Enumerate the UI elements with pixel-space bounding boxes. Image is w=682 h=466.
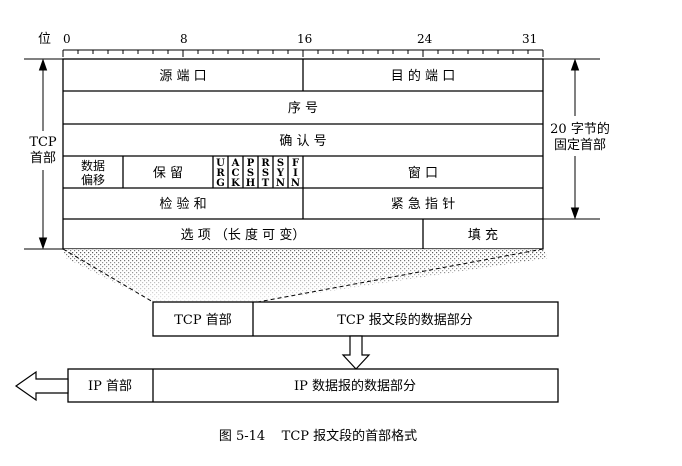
field-ack-number: 确 认 号 — [279, 134, 326, 149]
left-brace-label-line2: 首部 — [30, 151, 56, 166]
field-padding: 填 充 — [468, 227, 498, 243]
projection-line-left — [62, 248, 154, 303]
field-source-port: 源 端 口 — [159, 69, 206, 84]
svg-text:C: C — [232, 168, 240, 179]
ip-datagram: IP 首部 IP 数据报的数据部分 — [67, 368, 559, 403]
svg-text:T: T — [262, 178, 270, 189]
svg-text:S: S — [277, 158, 284, 169]
svg-text:H: H — [246, 178, 255, 189]
bit-tick-24: 24 — [417, 32, 433, 46]
ip-datagram-header-label: IP 首部 — [88, 379, 132, 394]
ip-datagram-data-label: IP 数据报的数据部分 — [294, 378, 416, 394]
projection-line-right — [257, 248, 544, 303]
bit-axis: 位 0 8 16 24 31 — [38, 32, 544, 57]
svg-text:R: R — [216, 168, 225, 179]
field-options: 选 项 （长 度 可 变） — [181, 227, 306, 243]
tcp-segment-box — [152, 301, 559, 337]
svg-text:K: K — [231, 178, 240, 189]
svg-text:I: I — [293, 168, 298, 179]
svg-text:S: S — [262, 168, 269, 179]
left-arrow-icon — [14, 370, 69, 402]
svg-text:G: G — [216, 178, 225, 189]
flag-fin: F I N — [291, 158, 300, 189]
left-brace-label-line1: TCP — [29, 135, 57, 150]
arrowhead-up-icon — [38, 58, 48, 71]
figure-caption: 图 5-14 TCP 报文段的首部格式 — [219, 428, 417, 444]
left-brace — [24, 58, 63, 250]
tcp-segment-header-label: TCP 首部 — [174, 313, 232, 328]
right-brace-label-line2: 固定首部 — [554, 138, 606, 153]
field-sequence-number: 序 号 — [288, 101, 318, 116]
flag-urg: U R G — [216, 158, 225, 189]
header-fields: 源 端 口 目 的 端 口 序 号 确 认 号 数据 偏移 保 留 U R G … — [81, 68, 498, 243]
field-window: 窗 口 — [408, 165, 438, 181]
svg-text:F: F — [292, 158, 299, 169]
tcp-header-table — [62, 58, 544, 250]
bit-tick-31: 31 — [522, 32, 537, 46]
svg-text:R: R — [261, 158, 270, 169]
bit-tick-16: 16 — [297, 32, 312, 46]
flag-syn: S Y N — [276, 158, 285, 189]
field-urgent-pointer: 紧 急 指 针 — [391, 197, 455, 212]
tcp-segment-data-label: TCP 报文段的数据部分 — [337, 312, 473, 328]
arrowhead-down-icon — [38, 237, 48, 250]
svg-text:A: A — [231, 158, 240, 169]
bit-axis-ticks — [62, 50, 544, 57]
flag-rst: R S T — [261, 158, 270, 189]
zoom-projection — [62, 248, 548, 303]
right-brace-label-line1: 20 字节的 — [550, 121, 610, 137]
field-flags: U R G A C K P S H R S T S Y N — [216, 158, 300, 189]
svg-text:P: P — [247, 158, 255, 169]
svg-text:Y: Y — [276, 168, 285, 179]
svg-text:N: N — [291, 178, 300, 189]
bit-tick-0: 0 — [63, 32, 71, 46]
svg-text:S: S — [247, 168, 254, 179]
tcp-segment: TCP 首部 TCP 报文段的数据部分 — [152, 301, 559, 337]
arrowhead-down-icon — [570, 207, 580, 220]
field-checksum: 检 验 和 — [159, 196, 206, 212]
field-data-offset-line1: 数据 — [81, 158, 105, 173]
svg-text:N: N — [276, 178, 285, 189]
flag-psh: P S H — [246, 158, 255, 189]
field-data-offset-line2: 偏移 — [81, 172, 105, 187]
svg-text:U: U — [216, 158, 225, 169]
bit-axis-label: 位 — [38, 32, 51, 47]
bit-tick-8: 8 — [180, 32, 188, 46]
field-reserved: 保 留 — [153, 166, 183, 181]
flag-ack: A C K — [231, 158, 241, 189]
right-brace — [543, 58, 600, 220]
field-destination-port: 目 的 端 口 — [391, 68, 455, 84]
down-arrow-icon — [341, 335, 371, 370]
arrowhead-up-icon — [570, 58, 580, 71]
